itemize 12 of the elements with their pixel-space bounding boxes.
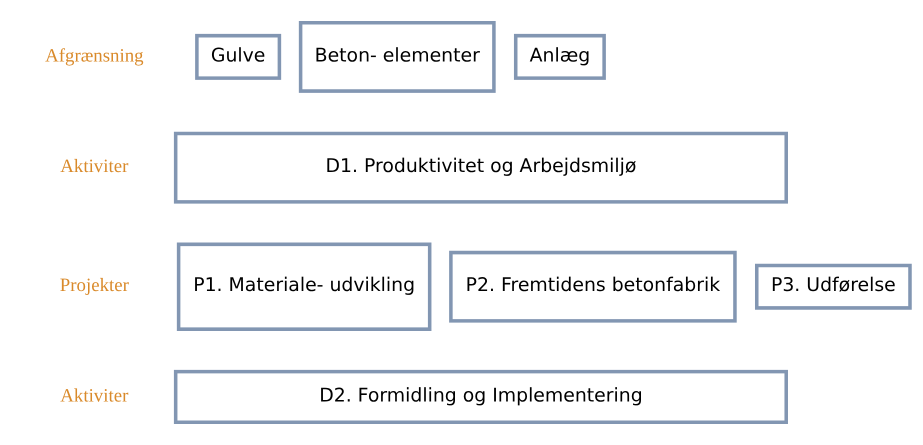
label: Afgrænsning: [45, 45, 144, 66]
node-box: D1. Produktivitet og Arbejdsmiljø: [174, 132, 788, 204]
node-box: Anlæg: [514, 34, 606, 80]
node-box: P1. Materiale- udvikling: [176, 242, 432, 331]
node-box: P3. Udførelse: [755, 264, 912, 310]
node-box: Beton- elementer: [298, 20, 496, 93]
label: Aktiviter: [60, 385, 128, 406]
label: Aktiviter: [60, 156, 128, 178]
node-box: P2. Fremtidens betonfabrik: [449, 250, 737, 323]
node-box: D2. Formidling og Implementering: [174, 370, 788, 424]
label: Projekter: [60, 275, 129, 296]
node-box: Gulve: [195, 34, 282, 80]
